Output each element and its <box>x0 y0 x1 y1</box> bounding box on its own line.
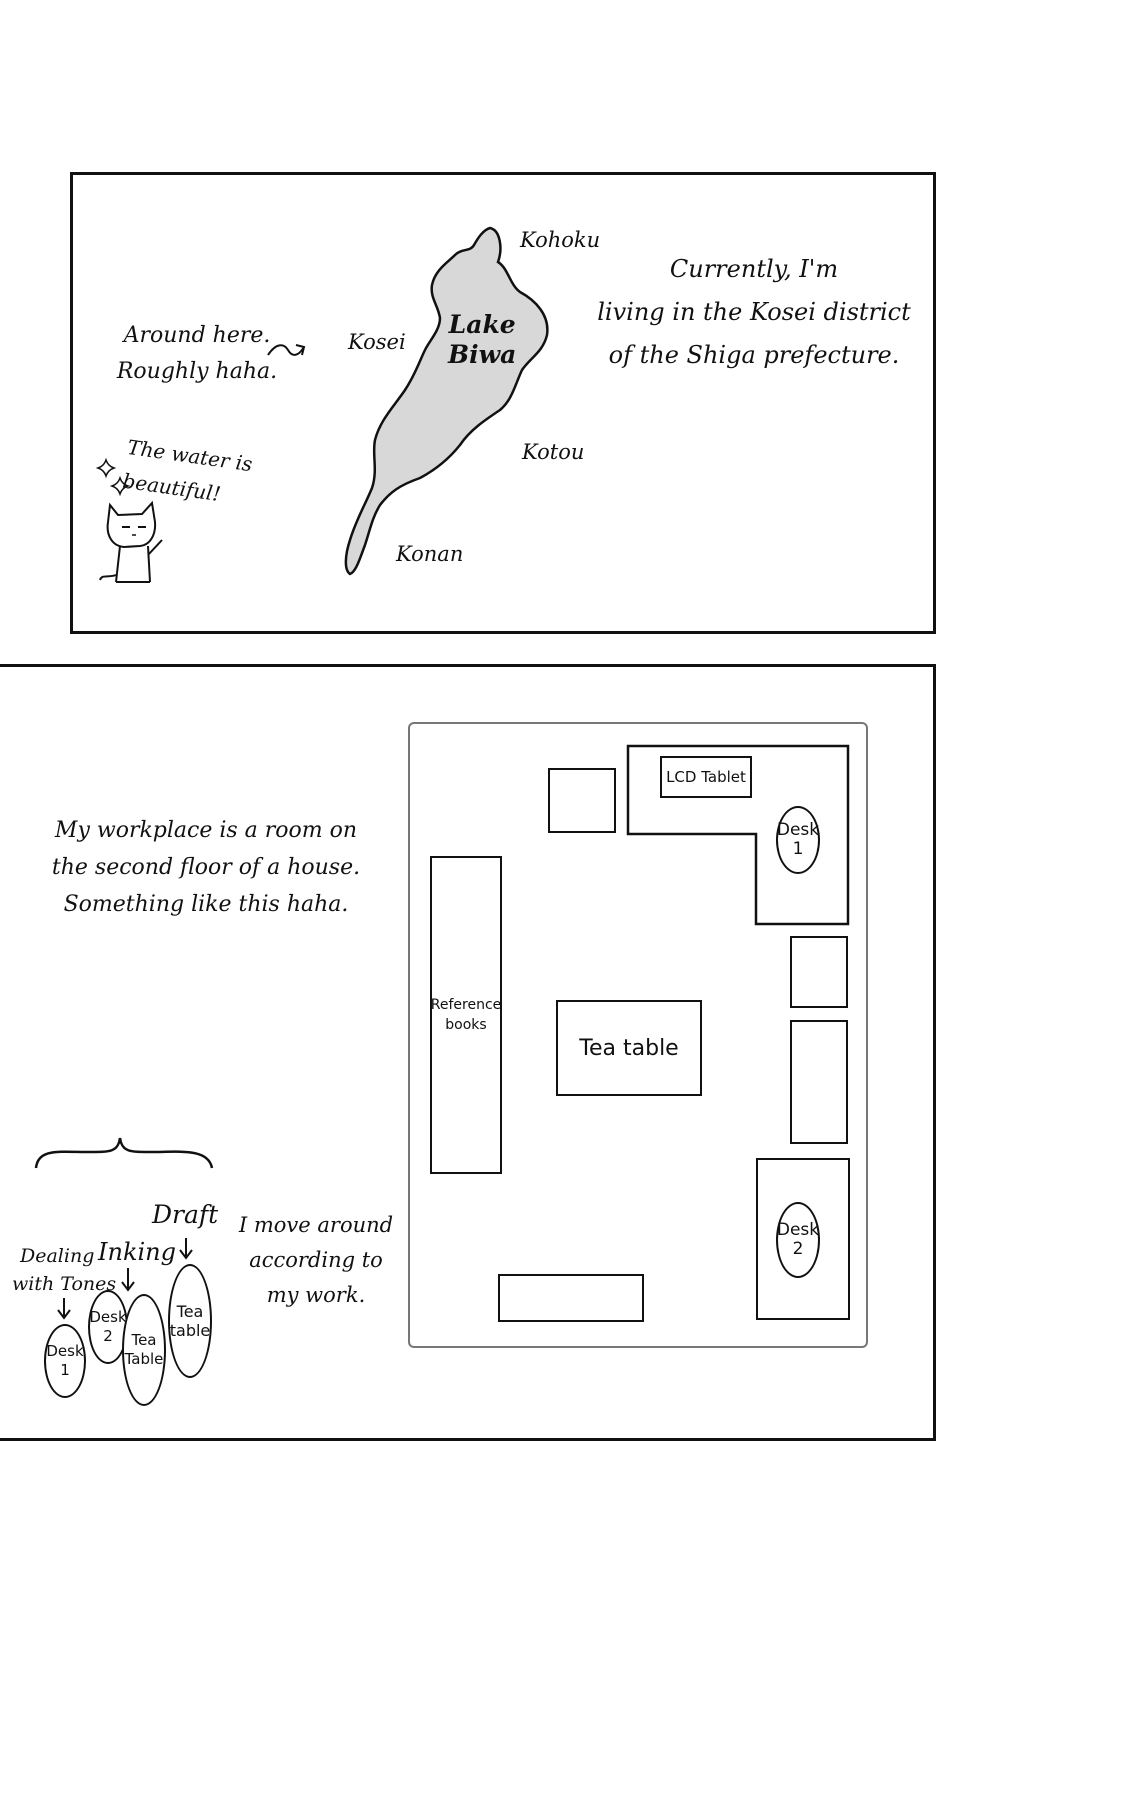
wf-desk2-label: 2 <box>103 1327 113 1345</box>
tones-line: with Tones <box>12 1273 117 1295</box>
workplace-line: Something like this haha. <box>63 892 349 917</box>
desk2-marker: Desk 2 <box>776 1202 820 1278</box>
region-konan: Konan <box>396 542 464 566</box>
workplace-text: My workplace is a room on the second flo… <box>46 812 366 923</box>
map-panel <box>70 172 936 634</box>
tea2-label: table <box>169 1321 211 1340</box>
desk2-label: Desk <box>776 1220 820 1240</box>
wf-desk1-label: Desk <box>46 1342 84 1360</box>
lcd-tablet-label: LCD Tablet <box>666 768 746 786</box>
move-text: I move around according to my work. <box>238 1208 394 1313</box>
lake-biwa-label: Lake Biwa <box>448 310 516 370</box>
pointer-line: Roughly haha. <box>116 359 278 384</box>
bookshelf: Reference books <box>430 856 502 1174</box>
inking-label: Inking <box>98 1238 176 1266</box>
floor-plan <box>408 722 868 1348</box>
tea2-label: Tea <box>176 1302 204 1321</box>
pointer-text: Around here. Roughly haha. <box>112 318 282 390</box>
wf-desk2-label: Desk <box>89 1308 127 1326</box>
intro-text: Currently, I'm living in the Kosei distr… <box>596 248 912 377</box>
workflow-tea-table-1: Tea Table <box>122 1294 166 1406</box>
tea1-label: Tea <box>131 1331 157 1349</box>
desk2-label: 2 <box>792 1239 804 1259</box>
workflow-tea-table-2: Tea table <box>168 1264 212 1378</box>
lcd-tablet: LCD Tablet <box>660 756 752 798</box>
desk1-label: Desk <box>776 820 820 840</box>
tones-line: Dealing <box>20 1245 95 1267</box>
tea-table-label: Tea table <box>579 1035 679 1061</box>
lake-label-line: Lake <box>448 310 516 339</box>
workplace-line: the second floor of a house. <box>51 855 361 880</box>
workflow-desk-1: Desk 1 <box>44 1324 86 1398</box>
region-kohoku: Kohoku <box>520 228 601 252</box>
desk1-label: 1 <box>792 839 804 859</box>
desk1-marker: Desk 1 <box>776 806 820 874</box>
draft-label: Draft <box>152 1200 219 1229</box>
move-line: according to <box>249 1248 383 1272</box>
intro-line: living in the Kosei district <box>597 298 911 326</box>
tones-label: Dealing with Tones <box>12 1242 116 1298</box>
pointer-line: Around here. <box>123 323 271 348</box>
reference-label: Reference <box>430 997 502 1013</box>
tea1-label: Table <box>124 1350 164 1368</box>
low-cabinet <box>498 1274 644 1322</box>
tea-table: Tea table <box>556 1000 702 1096</box>
wf-desk1-label: 1 <box>60 1361 70 1379</box>
intro-line: of the Shiga prefecture. <box>608 341 900 369</box>
move-line: my work. <box>266 1283 366 1307</box>
move-line: I move around <box>238 1213 394 1237</box>
reference-label: books <box>445 1017 487 1033</box>
side-cabinet-tall <box>790 1020 848 1144</box>
small-cabinet <box>548 768 616 833</box>
intro-line: Currently, I'm <box>669 255 839 283</box>
region-kosei: Kosei <box>348 330 406 354</box>
lake-label-line: Biwa <box>448 340 517 369</box>
room-panel <box>0 664 936 1441</box>
workplace-line: My workplace is a room on <box>54 818 358 843</box>
region-kotou: Kotou <box>522 440 585 464</box>
side-cabinet-small <box>790 936 848 1008</box>
